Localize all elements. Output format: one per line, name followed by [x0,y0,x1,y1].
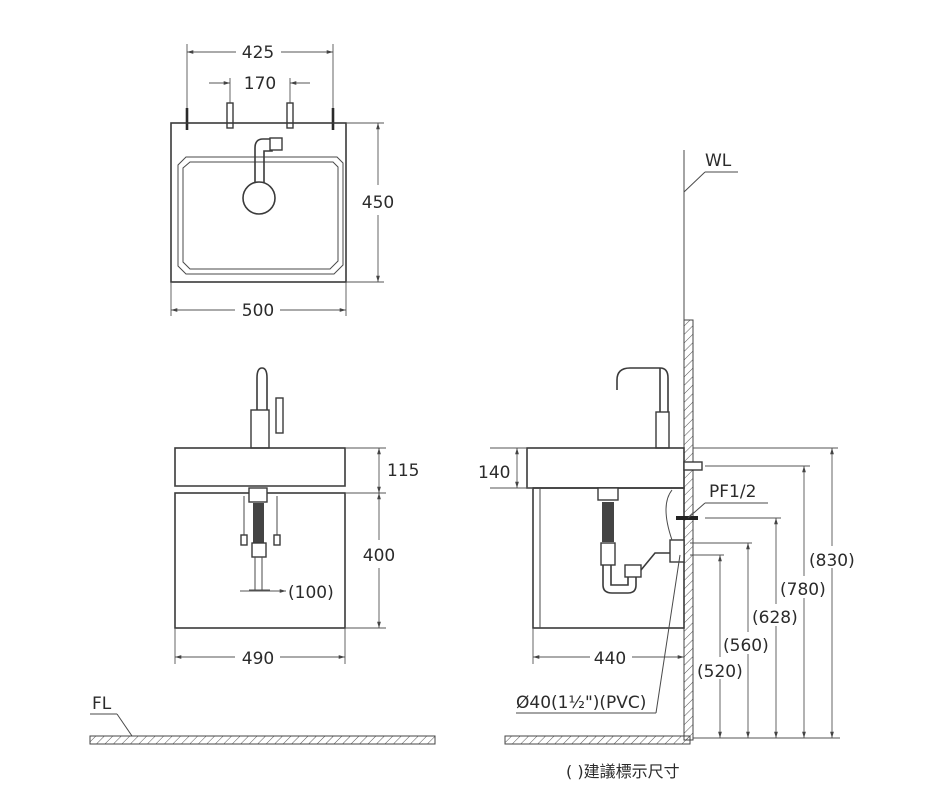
trap-nut-front [251,542,267,558]
dim-label-450: 450 [362,193,394,213]
dim-faucet-spacing: 170 [209,74,310,103]
basin-deck-side [526,447,685,489]
drain-label: Ø40(1½")(PVC) [516,693,646,713]
dim-label-170: 170 [244,74,276,94]
left-hose-nut [240,534,248,546]
supply-valve-side [676,516,698,520]
basin-deck-front [174,447,346,487]
drain-circle [242,181,276,215]
wall-label: WL [705,151,732,171]
dim-depth: 450 [346,122,394,283]
faucet-body-side [655,411,670,449]
dim-width: 500 [170,282,347,321]
note-text: ( )建議標示尺寸 [566,762,680,781]
dim-depth-side: 440 [532,628,684,669]
dim-label-780: (780) [780,580,826,600]
dim-trap-offset: (100) [240,583,334,603]
faucet-front [256,367,268,448]
dim-heights-front: 115 400 [345,447,419,629]
floor-label: FL [92,694,112,714]
drain-pipe-front [253,503,264,543]
trap-outlet-nut [624,564,642,578]
left-supply-stub [226,102,234,129]
faucet-side [616,367,669,448]
faucet-handle-plan [269,137,283,151]
dim-heights-side: (830) (780) (628) (560) (520) [690,447,856,739]
dim-label-560: (560) [723,636,769,656]
drain-to-wall [640,552,672,571]
faucet-body-front [250,409,270,449]
faucet-lever-front [275,397,284,434]
drain-fitting-side [597,487,619,501]
wall-section [683,319,694,741]
dim-label-100: (100) [288,583,334,603]
supply-label: PF1/2 [709,482,756,502]
dim-label-830: (830) [809,551,855,571]
drain-fitting-front [248,487,268,503]
drain-pipe-side [602,502,614,542]
top-view: 425 170 450 [170,43,394,321]
basin-top-outline [170,122,347,283]
dim-label-115: 115 [387,461,419,481]
dim-label-520: (520) [697,662,743,682]
dim-label-425: 425 [242,43,274,63]
basin-bowl-inner [182,161,339,270]
dim-label-400: 400 [363,546,395,566]
floor: FL [89,694,691,745]
trap-front [249,557,270,591]
dim-deck-side: 140 [478,447,533,489]
dim-label-440: 440 [594,649,626,669]
trap-bend-side [602,565,637,594]
trap-nut-side [600,542,616,566]
dim-label-140: 140 [478,463,510,483]
dim-label-500: 500 [242,301,274,321]
supply-hose-side [665,489,673,541]
side-view: WL 140 PF1/2 [478,150,856,741]
wall-fixing-bracket [683,461,703,471]
basin-bowl-outer [177,156,344,275]
right-hose-nut [273,534,281,546]
dim-width-front: 490 [174,628,346,669]
dim-label-490: 490 [242,649,274,669]
floor-right [504,735,691,745]
front-view: (100) 115 400 490 [174,367,419,669]
floor-left [89,735,436,745]
right-supply-stub [286,102,294,129]
wall-drain-flange [669,539,685,563]
dim-label-628: (628) [752,608,798,628]
